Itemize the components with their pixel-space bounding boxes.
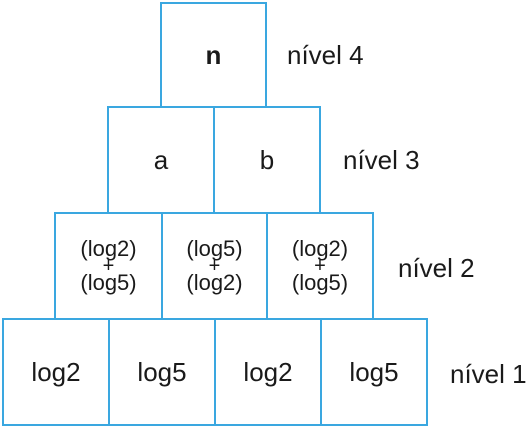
sum-expression: (log5) + (log2): [186, 236, 243, 295]
pyramid-cell-level1: log2: [214, 318, 322, 426]
cell-text: n: [205, 39, 222, 70]
level-label-3: nível 3: [343, 145, 420, 175]
sum-top: (log2): [291, 236, 349, 261]
cell-text: log5: [349, 356, 399, 387]
pyramid-cell-level1: log5: [320, 318, 428, 426]
pyramid-cell-level2: (log2) + (log5): [54, 212, 163, 320]
pyramid-cell-level3: b: [213, 106, 321, 214]
plus-sign: +: [314, 255, 326, 277]
sum-bottom: (log5): [80, 270, 137, 295]
pyramid-cell-level2: (log5) + (log2): [161, 212, 268, 320]
cell-text: log2: [31, 356, 81, 387]
level-label-4: nível 4: [287, 40, 364, 70]
plus-sign: +: [208, 255, 221, 277]
level-label-2: nível 2: [398, 253, 475, 283]
cell-text: a: [153, 144, 169, 175]
plus-sign: +: [102, 255, 115, 277]
pyramid-cell-level1: log2: [2, 318, 110, 426]
pyramid-cell-level2: (log2) + (log5): [266, 212, 374, 320]
sum-top: (log2): [80, 236, 137, 261]
sum-bottom: (log5): [291, 270, 349, 295]
sum-bottom: (log2): [186, 270, 243, 295]
level-label-1: nível 1: [450, 359, 526, 389]
cell-text: b: [259, 144, 275, 175]
cell-text: log5: [137, 356, 187, 387]
sum-expression: (log2) + (log5): [80, 236, 137, 295]
pyramid-cell-level3: a: [107, 106, 215, 214]
sum-expression: (log2) + (log5): [291, 236, 349, 295]
cell-text: log2: [243, 356, 293, 387]
pyramid-cell-level4: n: [160, 2, 267, 108]
pyramid-cell-level1: log5: [108, 318, 216, 426]
sum-top: (log5): [186, 236, 243, 261]
